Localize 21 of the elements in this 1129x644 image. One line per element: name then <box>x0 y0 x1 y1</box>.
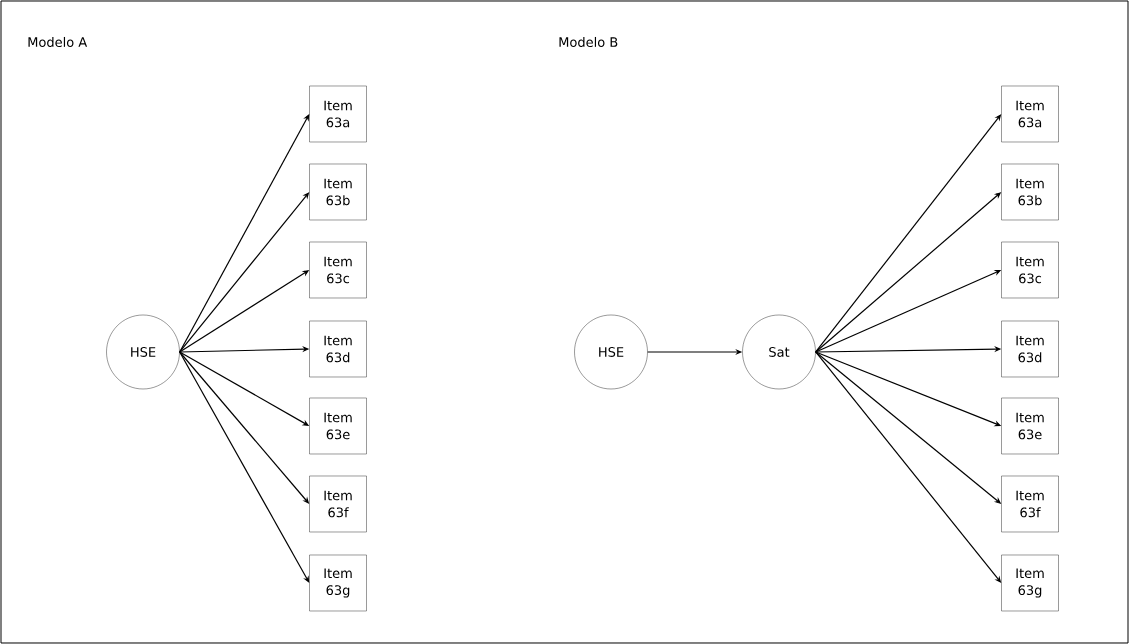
circle-node: HSE <box>574 314 648 390</box>
item-box: Item 63f <box>309 475 367 533</box>
item-box: Item 63g <box>1001 554 1059 612</box>
item-box: Item 63b <box>309 163 367 221</box>
circle-node: Sat <box>742 314 816 390</box>
item-box: Item 63c <box>1001 241 1059 299</box>
circle-node: HSE <box>106 314 180 390</box>
item-box: Item 63e <box>309 397 367 455</box>
item-box: Item 63b <box>1001 163 1059 221</box>
item-box: Item 63f <box>1001 475 1059 533</box>
model-title: Modelo A <box>28 36 88 48</box>
item-box: Item 63g <box>309 554 367 612</box>
item-box: Item 63a <box>309 85 367 143</box>
arrow <box>179 114 310 353</box>
item-box: Item 63d <box>309 320 367 378</box>
item-box: Item 63c <box>309 241 367 299</box>
item-box: Item 63a <box>1001 85 1059 143</box>
item-box: Item 63d <box>1001 320 1059 378</box>
item-box: Item 63e <box>1001 397 1059 455</box>
arrow <box>179 351 310 583</box>
model-title: Modelo B <box>559 36 618 48</box>
